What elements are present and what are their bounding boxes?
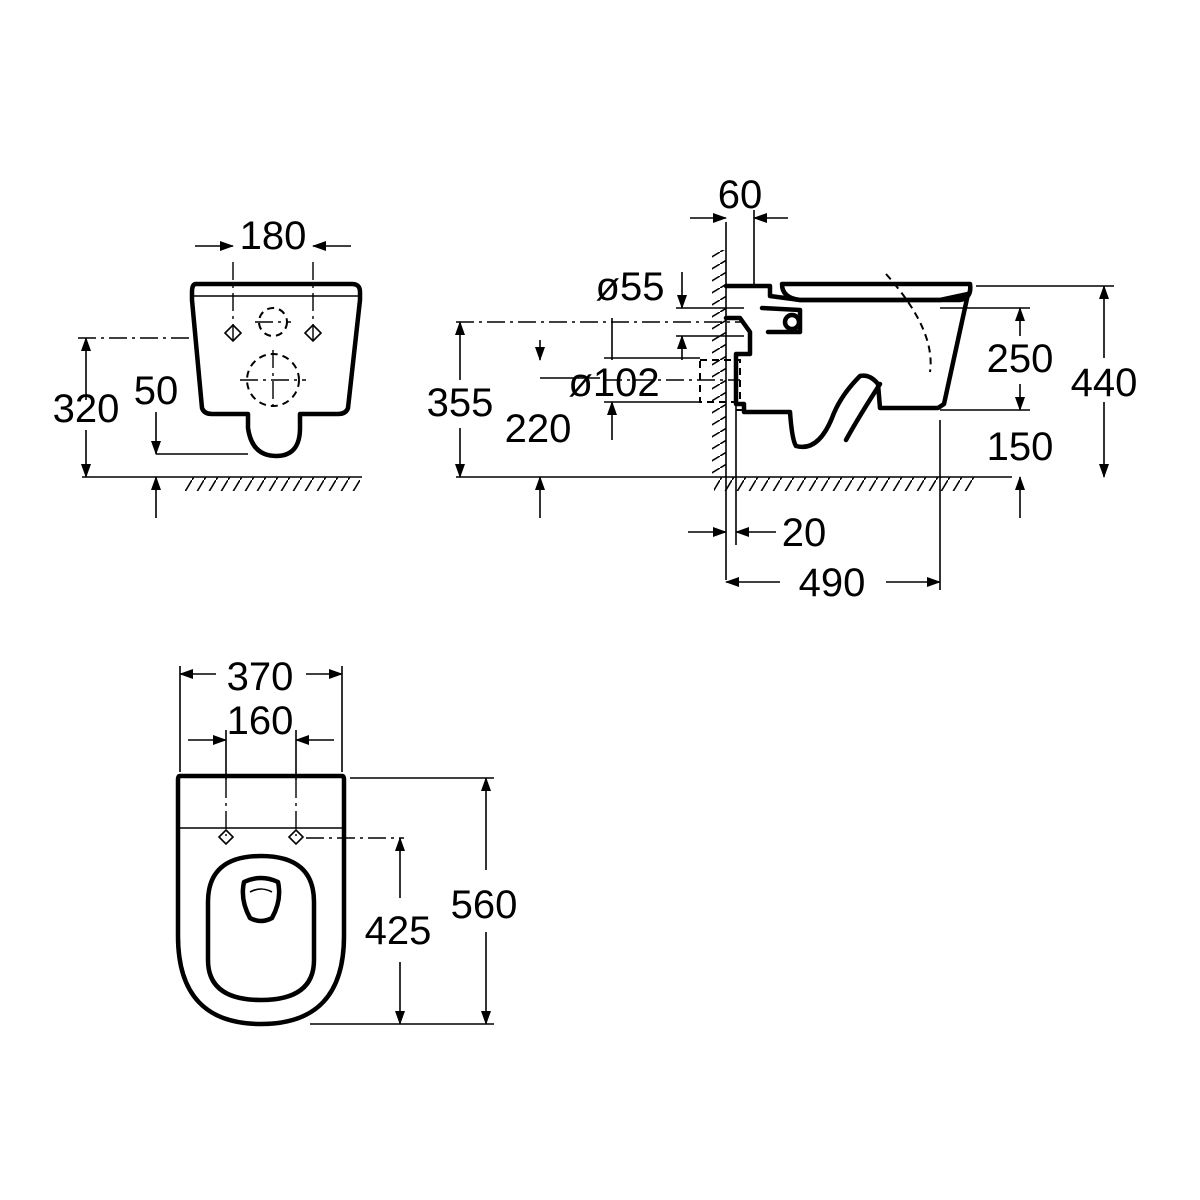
bowl-opening-outline: [205, 853, 317, 1003]
fixing-hole-right-icon: [287, 828, 305, 846]
dim-55-label: ø55: [596, 265, 665, 309]
dim-102-label: ø102: [568, 361, 659, 405]
water-inner-line: [249, 888, 273, 893]
bolt-hole-right-icon: [303, 323, 323, 343]
outlet-pipe-hidden: [699, 359, 741, 403]
top-view: 370 160 425 560: [175, 655, 518, 1027]
dim-425-label: 425: [365, 909, 432, 953]
floor-hatch: [185, 477, 360, 491]
front-view: 180 320 50: [53, 214, 363, 518]
dim-220-label: 220: [505, 407, 572, 451]
wall-hatch: [712, 250, 726, 477]
dim-355-label: 355: [427, 381, 494, 425]
dim-60-label: 60: [718, 173, 763, 217]
fixing-hole-left-icon: [217, 828, 235, 846]
dim-250-label: 250: [987, 337, 1054, 381]
dim-320-label: 320: [53, 387, 120, 431]
hinge-bracket: [759, 305, 803, 335]
dim-180-label: 180: [240, 214, 307, 258]
dim-160-label: 160: [227, 699, 294, 743]
dim-50-label: 50: [134, 369, 179, 413]
seat-swing-arc: [885, 273, 932, 373]
seat-side-outline: [779, 281, 973, 303]
dim-440-label: 440: [1071, 361, 1138, 405]
bolt-hole-left-icon: [223, 323, 243, 343]
dim-490-label: 490: [799, 561, 866, 605]
dim-370-label: 370: [227, 655, 294, 699]
floor-hatch-side: [714, 477, 976, 491]
bowl-front-outline: [189, 281, 363, 459]
water-outlet-outline: [240, 875, 282, 924]
dim-560-label: 560: [451, 883, 518, 927]
side-view: 60 ø55 ø102 355 220 250 440: [427, 173, 1138, 605]
hinge-icon: [782, 312, 802, 332]
bowl-top-outline: [175, 773, 347, 1027]
dim-20-label: 20: [782, 511, 827, 555]
dim-150-label: 150: [987, 425, 1054, 469]
bowl-inner-line: [843, 381, 883, 443]
